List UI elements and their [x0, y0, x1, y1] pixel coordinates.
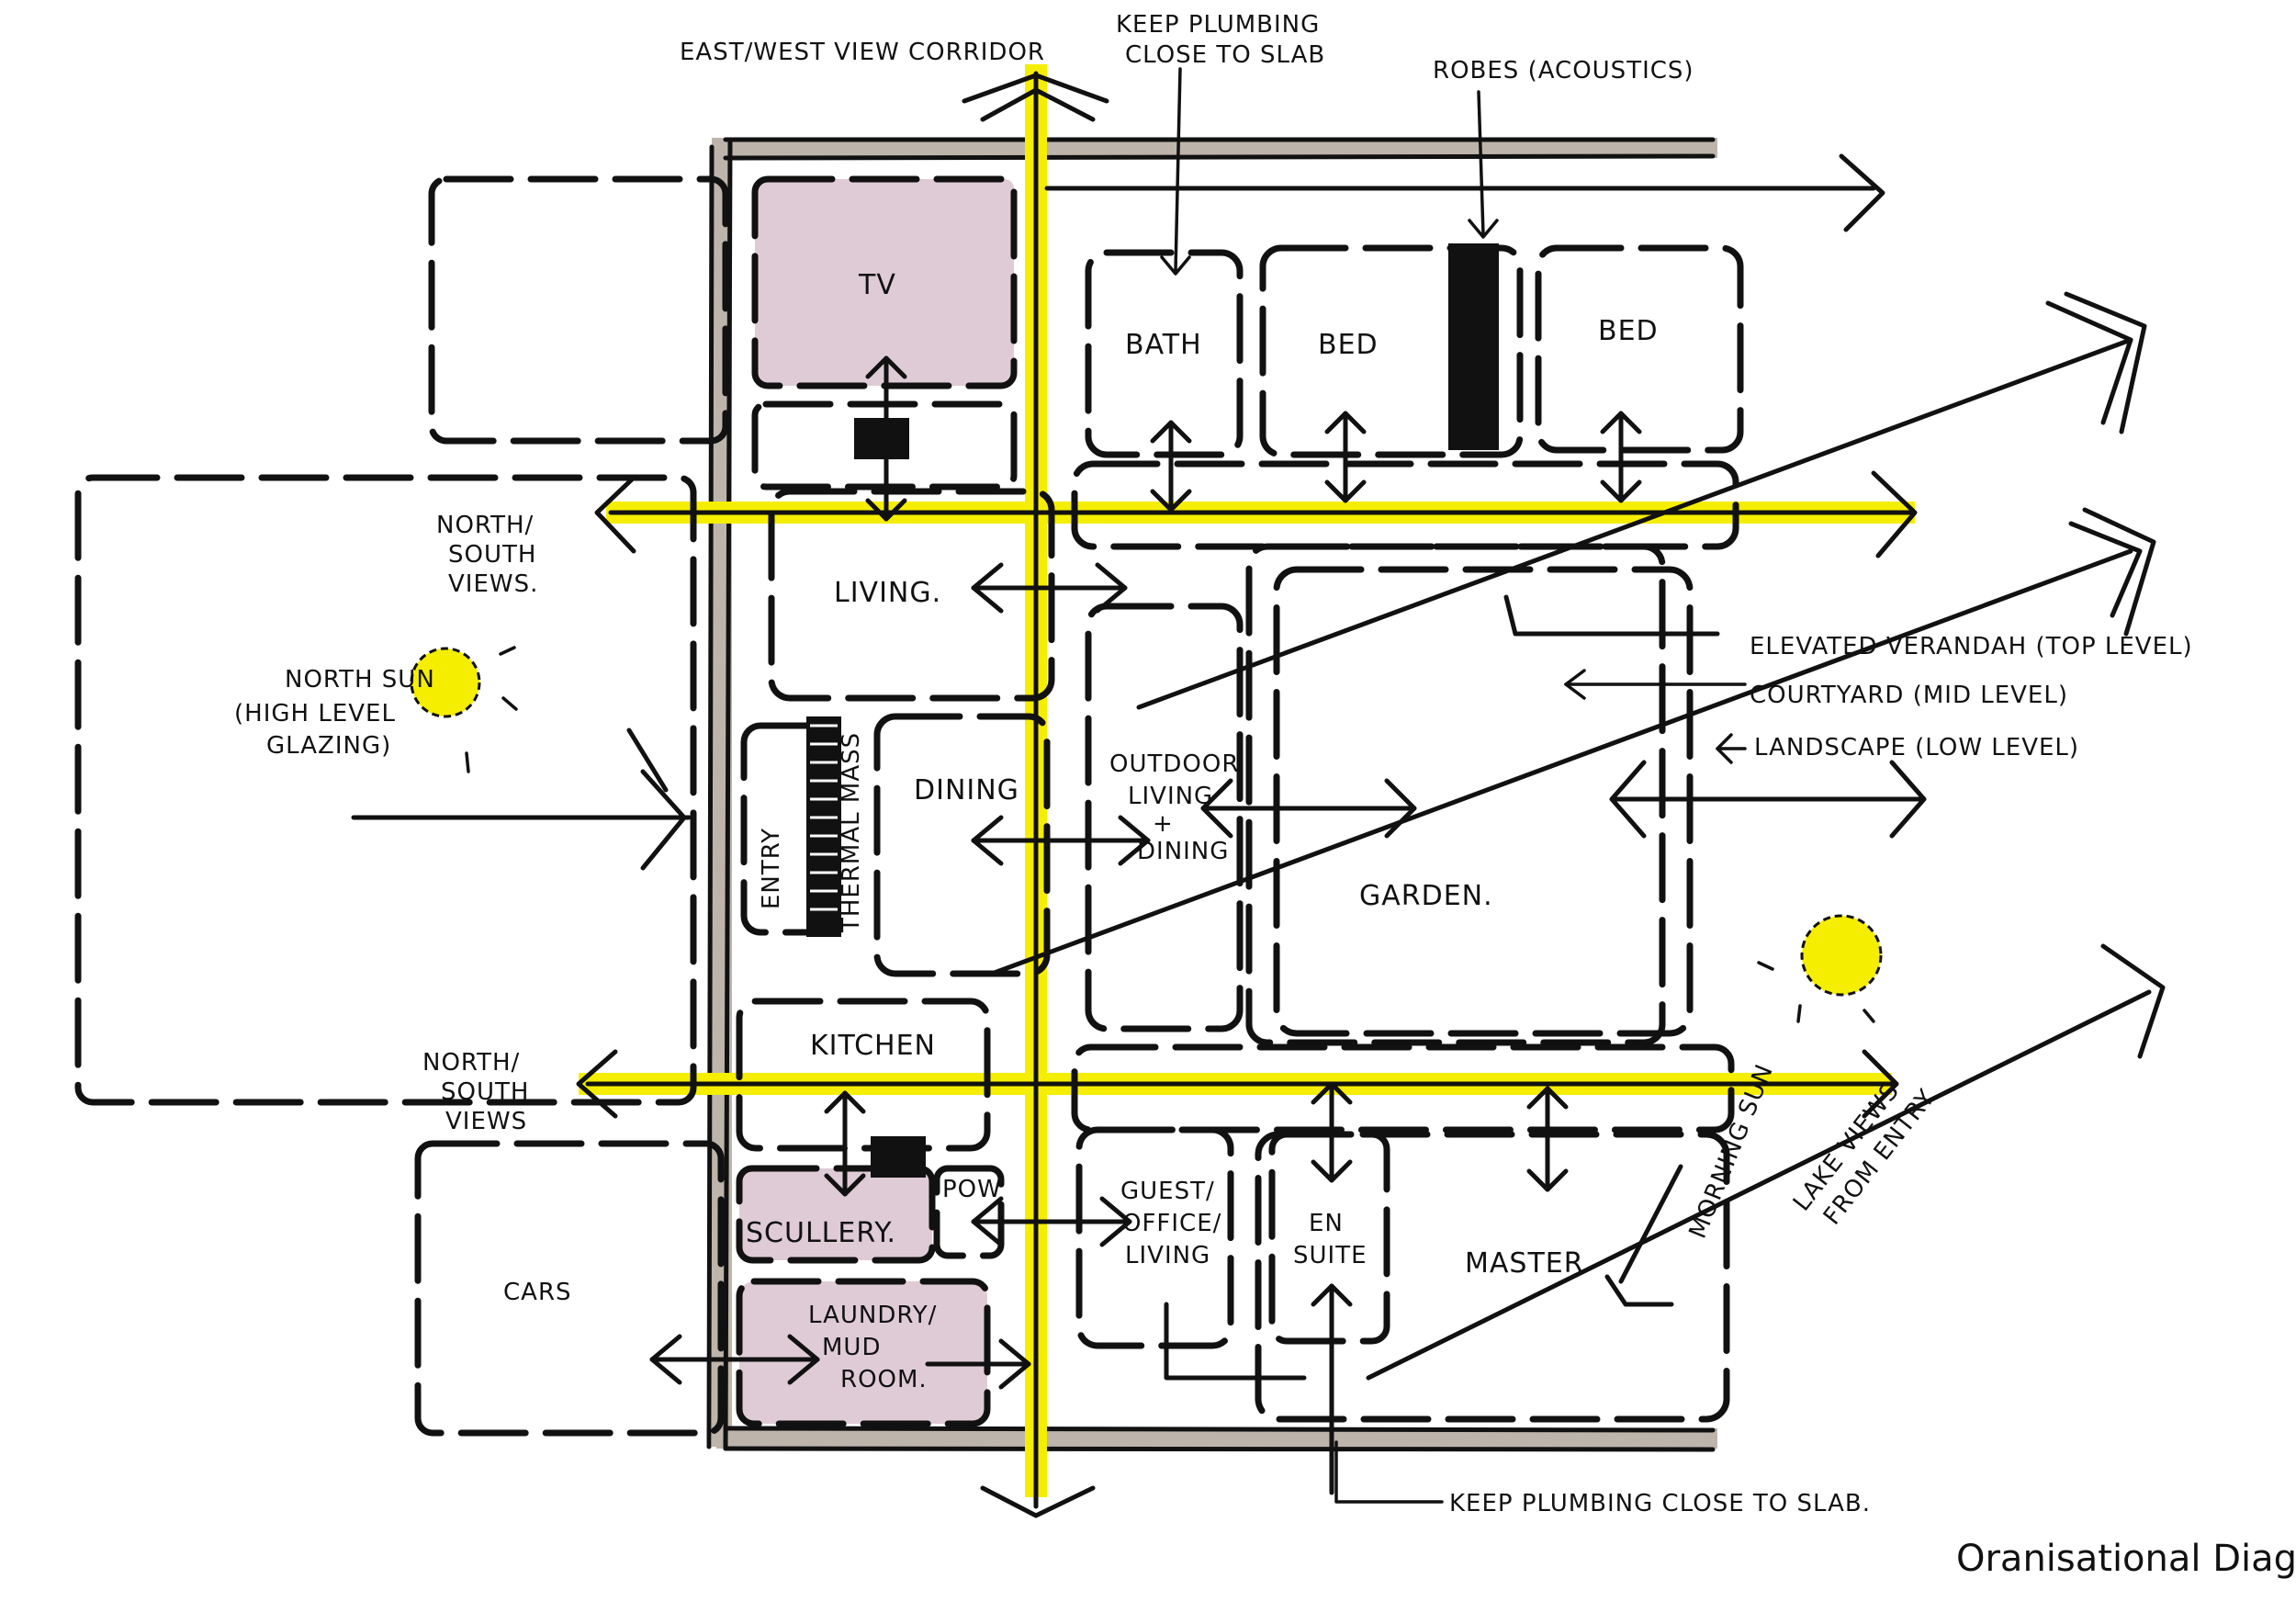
- north-south-top-label-2: SOUTH: [448, 541, 536, 569]
- kitchen-label: KITCHEN: [810, 1030, 936, 1062]
- north-south-top-label-3: VIEWS.: [448, 570, 538, 598]
- ensuite-label-2: SUITE: [1293, 1242, 1367, 1269]
- bath-label: BATH: [1125, 329, 1202, 361]
- north-sun-label-2: (HIGH LEVEL: [234, 700, 396, 727]
- tv-label: TV: [858, 269, 896, 301]
- room-labels: TV BATH BED BED LIVING. ENTRY THERMAL MA…: [503, 269, 1659, 1393]
- laundry-fill: [739, 1281, 987, 1424]
- scullery-fill: [739, 1168, 932, 1260]
- north-sun-icon: [410, 646, 518, 773]
- north-south-bottom-label-2: SOUTH: [441, 1078, 529, 1106]
- plumbing-top-label-1: KEEP PLUMBING: [1116, 11, 1320, 39]
- ensuite-label-1: EN: [1309, 1210, 1344, 1237]
- tv-room-fill: [755, 179, 1014, 386]
- outdoor-label-3: +: [1153, 810, 1174, 838]
- morning-sun-icon: [1757, 914, 1883, 1023]
- master-label: MASTER: [1465, 1247, 1584, 1280]
- elevated-veranda-label: ELEVATED VERANDAH (TOP LEVEL): [1750, 633, 2193, 660]
- thermal-mass-label: THERMAL MASS: [838, 732, 865, 933]
- north-south-top-label-1: NORTH/: [436, 512, 534, 539]
- site-boundary-walls: [706, 137, 1717, 1452]
- view-corridor-label: EAST/WEST VIEW CORRIDOR: [680, 39, 1045, 66]
- circulation-arrows: [351, 71, 1927, 1518]
- diagram-caption: Oranisational Diagram: [1956, 1538, 2296, 1580]
- laundry-label-1: LAUNDRY/: [808, 1302, 937, 1329]
- scullery-label: SCULLERY.: [746, 1217, 896, 1249]
- north-south-bottom-label-3: VIEWS: [445, 1108, 527, 1135]
- dining-label: DINING: [914, 774, 1019, 806]
- stair-block-top: [854, 418, 909, 459]
- plumbing-bottom-label: KEEP PLUMBING CLOSE TO SLAB.: [1449, 1490, 1871, 1517]
- landscape-label: LANDSCAPE (LOW LEVEL): [1754, 734, 2079, 761]
- garden-label: GARDEN.: [1359, 880, 1493, 912]
- plumbing-top-label-2: CLOSE TO SLAB: [1125, 41, 1325, 69]
- thermal-mass-wall: [806, 716, 841, 937]
- robes-label: ROBES (ACOUSTICS): [1433, 57, 1694, 85]
- annotation-leaders: [1160, 67, 1747, 1504]
- annotation-labels: EAST/WEST VIEW CORRIDOR KEEP PLUMBING CL…: [234, 11, 2296, 1580]
- outdoor-label-2: LIVING: [1128, 783, 1213, 810]
- powder-label: POW: [942, 1176, 1002, 1203]
- north-sun-label-1: NORTH SUN: [285, 666, 435, 694]
- stair-block-bottom: [871, 1136, 926, 1178]
- living-label: LIVING.: [834, 577, 941, 609]
- north-south-bottom-label-1: NORTH/: [422, 1049, 520, 1077]
- bed-label-2: BED: [1598, 315, 1659, 347]
- robes-block: [1448, 243, 1499, 450]
- laundry-label-2: MUD: [822, 1334, 881, 1361]
- bed-label-1: BED: [1318, 329, 1379, 361]
- courtyard-label: COURTYARD (MID LEVEL): [1750, 682, 2068, 709]
- guest-label-2: OFFICE/: [1122, 1210, 1221, 1237]
- outdoor-label-1: OUTDOOR: [1109, 750, 1239, 778]
- entry-label: ENTRY: [758, 828, 785, 909]
- laundry-label-3: ROOM.: [840, 1366, 928, 1393]
- cars-label: CARS: [503, 1279, 572, 1306]
- north-sun-label-3: GLAZING): [266, 732, 391, 760]
- guest-label-3: LIVING: [1125, 1242, 1210, 1269]
- guest-label-1: GUEST/: [1120, 1178, 1215, 1205]
- view-lines: [989, 291, 2166, 1381]
- outdoor-label-4: DINING: [1137, 838, 1229, 865]
